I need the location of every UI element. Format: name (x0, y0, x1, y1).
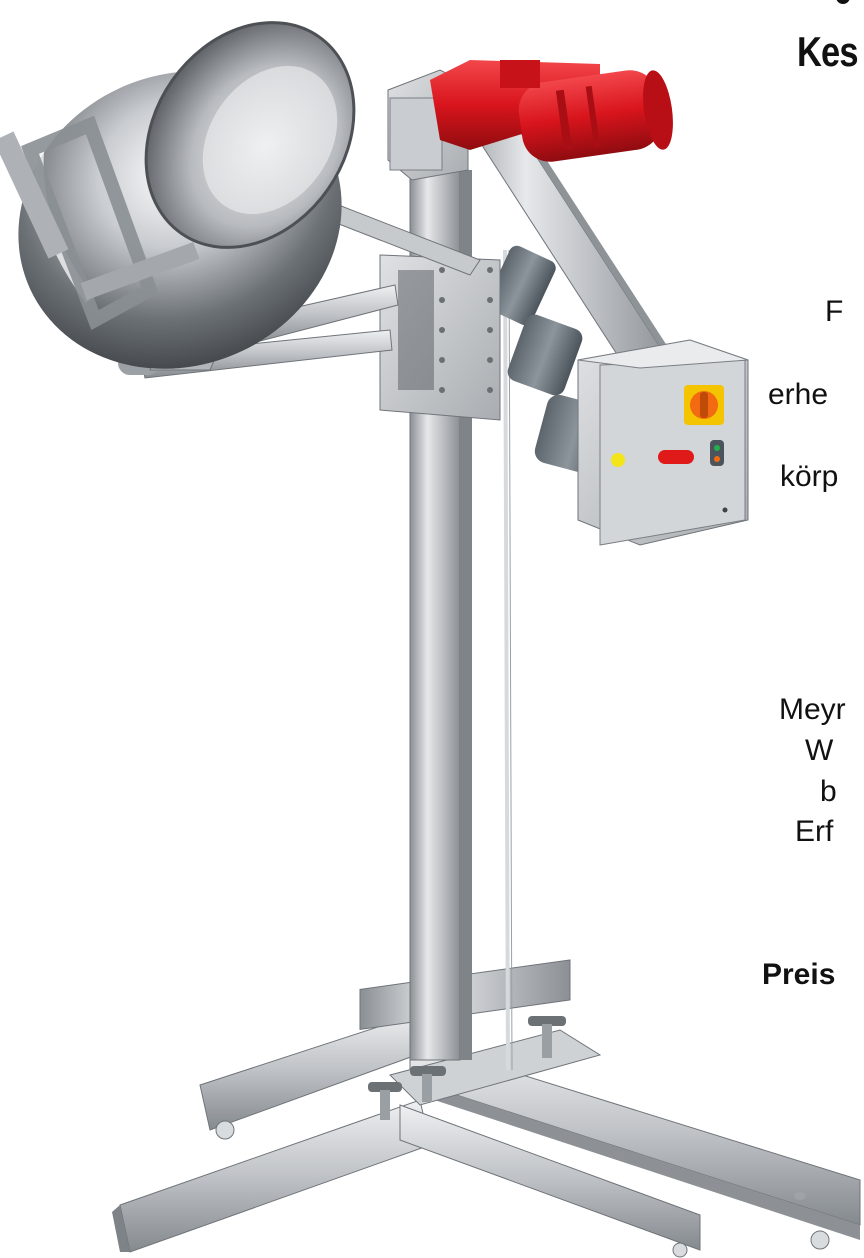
text-fragment-3: körp (780, 460, 839, 493)
slide-carriage (379, 254, 501, 421)
heading-descender-fragment (836, 0, 850, 4)
text-fragment-4: Meyr (779, 693, 846, 726)
stainless-kettle (0, 21, 356, 369)
document-heading: Kes (797, 28, 859, 75)
text-fragment-8-price: Preis (762, 958, 836, 991)
text-fragment-2: erhe (768, 378, 829, 411)
text-fragment-5: W (805, 734, 834, 767)
gear-drives (486, 245, 616, 476)
text-fragment-7: Erf (795, 815, 834, 848)
base-frame (112, 959, 861, 1258)
stop-button-icon (658, 450, 694, 464)
drive-motor (430, 60, 673, 162)
text-fragment-1: F (825, 295, 844, 328)
control-box (577, 339, 749, 546)
text-fragment-6: b (820, 775, 837, 808)
selector-icon (710, 440, 724, 466)
leveling-handles (368, 1016, 566, 1120)
lift-column (387, 69, 472, 1061)
lift-cable (503, 249, 510, 1071)
indicator-lamp-icon (611, 453, 625, 467)
lift-cable-shadow (508, 249, 513, 1071)
